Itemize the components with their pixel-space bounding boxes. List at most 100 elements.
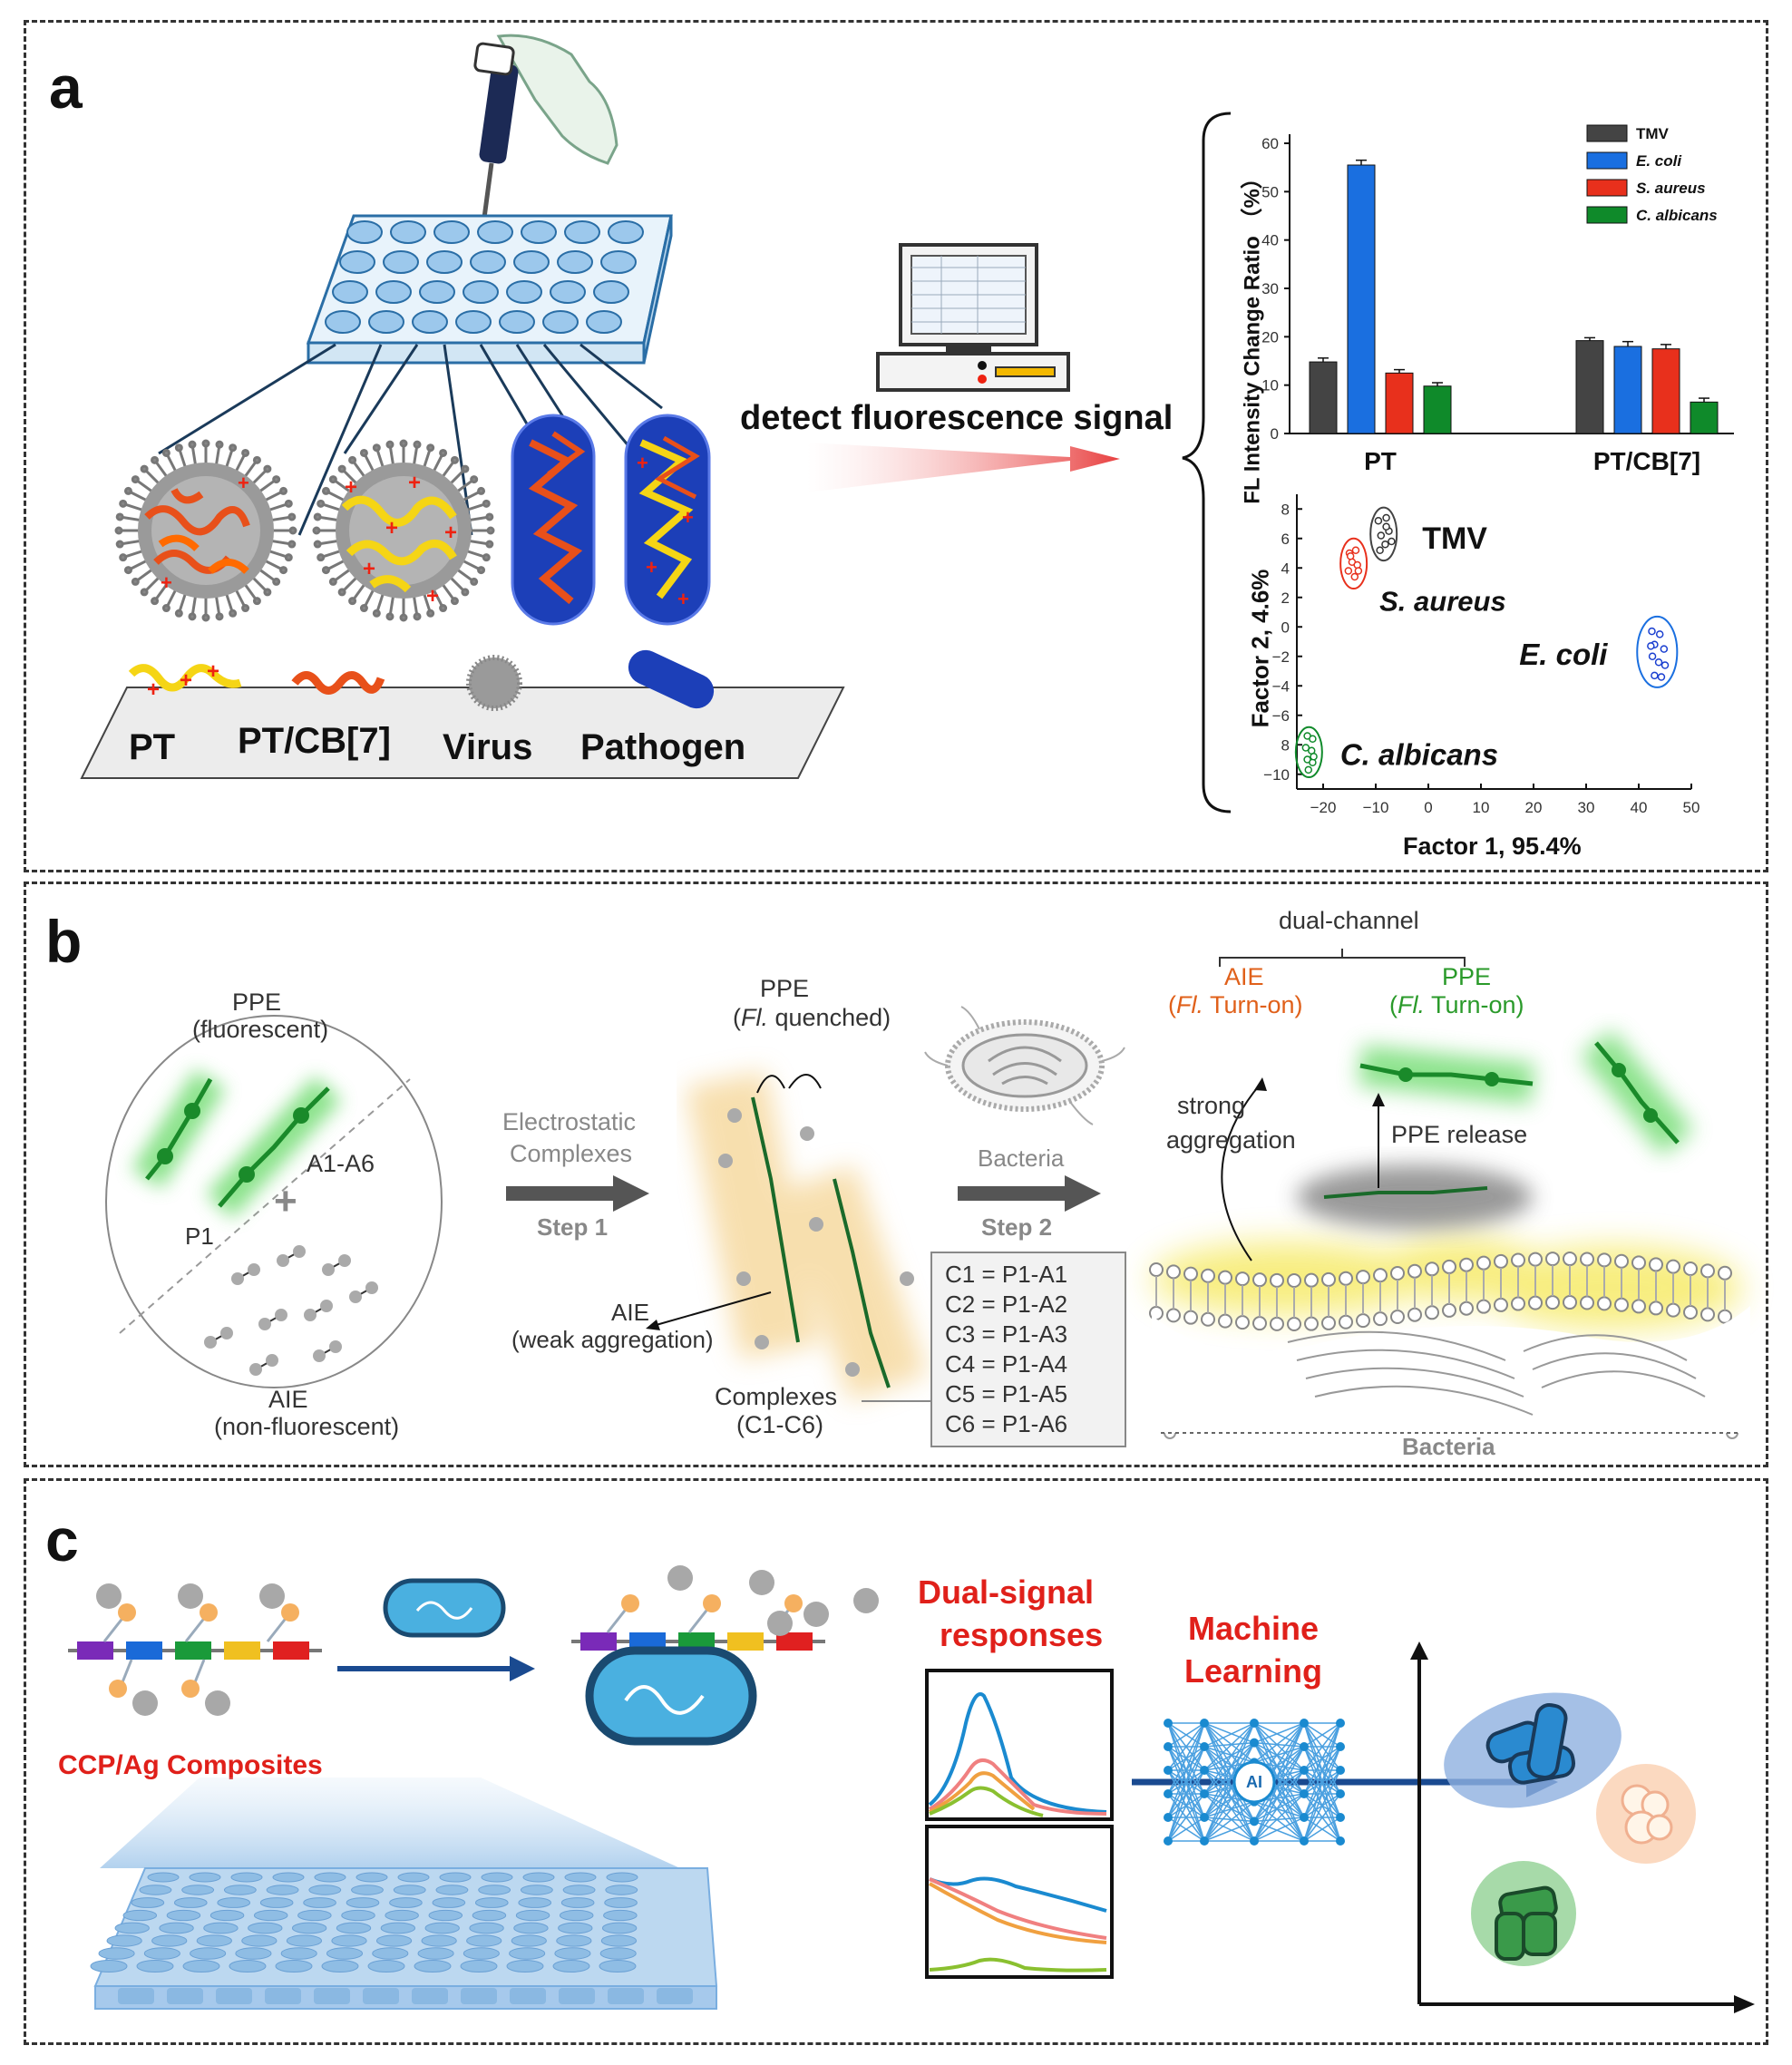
y-tick-label: 4	[1281, 560, 1290, 577]
bar	[1347, 164, 1376, 434]
complexes-label: Complexes	[715, 1383, 838, 1410]
well	[426, 250, 463, 274]
cluster-label: S. aureus	[1379, 585, 1506, 617]
x-tick-label: −10	[1363, 799, 1389, 816]
cluster-plot	[1410, 1641, 1755, 2013]
y-tick-label: 10	[1261, 377, 1279, 394]
aie-sub: (non-fluorescent)	[214, 1413, 400, 1440]
cluster-label: E. coli	[1519, 638, 1608, 671]
scatter-point	[1648, 652, 1657, 660]
ml-line1: Machine	[1188, 1610, 1320, 1647]
computer-icon	[876, 243, 1070, 392]
well	[375, 280, 412, 304]
svg-text:+: +	[207, 659, 219, 684]
well	[463, 280, 499, 304]
bar	[1651, 348, 1680, 434]
arrow-caption: detect fluorescence signal	[740, 399, 1174, 437]
bar	[1423, 385, 1452, 434]
well	[332, 280, 368, 304]
svg-text:+: +	[677, 588, 689, 610]
aie-label: AIE	[268, 1386, 308, 1413]
legend-swatch	[1586, 151, 1628, 170]
svg-text:+: +	[385, 516, 398, 541]
step1-arrow	[506, 1175, 649, 1212]
legend-label: C. albicans	[1636, 207, 1718, 224]
svg-text:+: +	[646, 556, 657, 579]
step1-line2: Complexes	[510, 1140, 633, 1167]
y-tick-label: 20	[1261, 328, 1279, 346]
legend-pt-cb7: PT/CB[7]	[238, 721, 391, 761]
legend-swatch	[1586, 124, 1628, 142]
well	[390, 220, 426, 244]
p1-label: P1	[185, 1222, 214, 1250]
well	[521, 220, 557, 244]
bacterium-small-icon	[383, 1578, 506, 1638]
aie-weak-sub: (weak aggregation)	[511, 1326, 714, 1353]
step2-line2: Step 2	[981, 1213, 1053, 1241]
cluster-ellipse	[1369, 506, 1398, 562]
svg-text:+: +	[426, 584, 439, 609]
y-tick-label: 30	[1261, 280, 1279, 297]
x-tick-label: −20	[1310, 799, 1337, 816]
svg-text:+: +	[444, 521, 457, 545]
bar	[1385, 372, 1414, 434]
scatter-point	[1661, 661, 1670, 669]
well-plate-96	[90, 1778, 718, 2010]
scatter-point	[1651, 671, 1659, 680]
membrane-scene	[1149, 1029, 1750, 1439]
svg-text:+: +	[637, 452, 648, 474]
legend-virus: Virus	[443, 727, 533, 767]
step1-line1: Electrostatic	[502, 1108, 637, 1135]
svg-text:+: +	[345, 475, 357, 500]
svg-text:+: +	[682, 506, 694, 529]
y-tick-label: 6	[1281, 531, 1290, 548]
well	[542, 310, 579, 334]
y-tick-label: 0	[1281, 619, 1290, 636]
legend-label: S. aureus	[1636, 180, 1706, 197]
bar-ylabel: FL Intensity Change Ratio （%）	[1240, 167, 1265, 504]
legend-pt: PT	[129, 727, 176, 767]
well-plate	[306, 214, 673, 365]
x-tick-label: 30	[1578, 799, 1595, 816]
step2-arrow	[958, 1175, 1101, 1212]
well	[383, 250, 419, 274]
ppe-q-sub: (Fl. quenched)	[733, 1004, 891, 1031]
virus-particle-pt: ++++++	[312, 439, 495, 622]
well	[550, 280, 586, 304]
complexes-connector	[862, 1400, 932, 1402]
complex-item: C3 = P1-A3	[945, 1320, 1068, 1348]
scatter-ylabel: Factor 2, 4.6%	[1246, 569, 1274, 728]
dual-signal-line1: Dual-signal	[918, 1573, 1095, 1611]
y-tick-label: 50	[1261, 183, 1279, 200]
y-tick-label: 60	[1261, 135, 1279, 152]
signal-plot-top	[925, 1669, 1114, 1821]
scatter-point	[1304, 765, 1313, 774]
dual-channel-label: dual-channel	[1279, 907, 1419, 934]
panel-b-label: b	[45, 908, 83, 975]
well	[433, 220, 470, 244]
bar	[1309, 361, 1338, 434]
process-arrow	[337, 1656, 535, 1681]
signal-plot-bottom	[925, 1825, 1114, 1979]
complex-item: C1 = P1-A1	[945, 1261, 1068, 1288]
well	[608, 220, 644, 244]
scatter-point	[1309, 735, 1317, 743]
bar	[1690, 401, 1719, 434]
step2-line1: Bacteria	[978, 1145, 1065, 1172]
scatter-point	[1344, 567, 1353, 575]
ppe-release-label: PPE release	[1391, 1121, 1528, 1148]
ccp-ag-composite-left	[68, 1583, 322, 1716]
legend-swatch	[1586, 206, 1628, 224]
x-category-label: PT/CB[7]	[1593, 447, 1700, 475]
y-tick-label: 0	[1271, 425, 1279, 443]
well	[586, 310, 622, 334]
scatter-point	[1648, 627, 1656, 636]
svg-text:+: +	[147, 677, 160, 702]
y-tick-label: 8	[1281, 501, 1290, 518]
scatter-point	[1377, 531, 1386, 540]
scatter-point	[1301, 744, 1310, 752]
svg-text:+: +	[408, 471, 421, 495]
legend-tray: +++	[80, 649, 845, 779]
